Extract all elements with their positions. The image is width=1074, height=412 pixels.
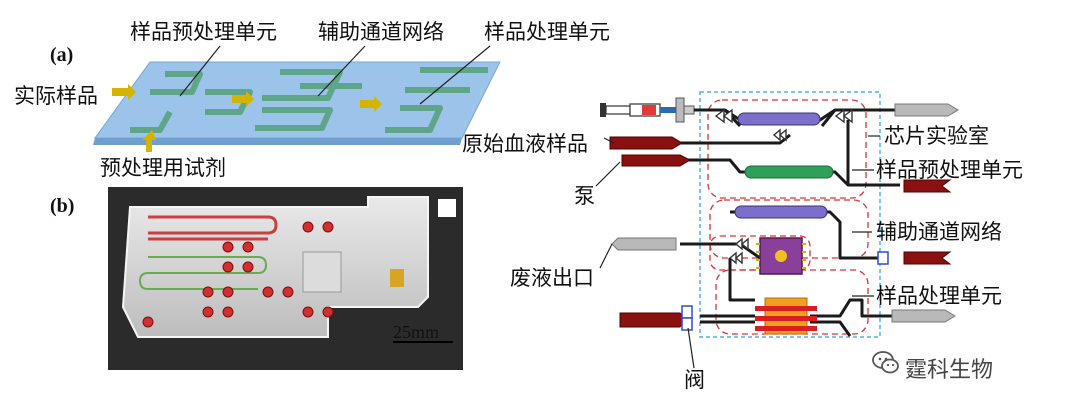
label-lab-on-chip: 芯片实验室 [884,124,989,148]
label-reagent: 预处理用试剂 [100,156,226,180]
label-aux-network-a: 辅助通道网络 [318,20,444,44]
label-pretreatment-unit: 样品预处理单元 [876,158,1023,182]
label-real-sample: 实际样品 [14,84,98,108]
label-blood-sample: 原始血液样品 [462,132,588,156]
mixer-1 [737,112,821,126]
label-pump: 泵 [574,184,595,208]
heater-block [755,297,817,335]
chip-photo: 25mm [108,187,463,370]
leader-lines-a [179,45,491,105]
panel-b-tag: (b) [50,195,75,217]
label-waste-outlet: 废液出口 [510,266,594,290]
label-processing-unit: 样品处理单元 [876,284,1002,308]
label-valve: 阀 [684,368,705,392]
blue-valve-boxes [681,251,889,331]
detection-chip [756,237,806,275]
panel-a-tag: (a) [50,44,74,66]
syringe-icon [600,97,695,123]
watermark-text: 霆科生物 [905,358,994,383]
leader-lines-schematic [595,135,880,369]
pump-icons [609,136,952,328]
outlet-icons [611,103,959,323]
label-processing-unit-a: 样品处理单元 [484,20,610,44]
mixer-2 [744,165,834,179]
wechat-icon [872,351,899,374]
chip-plate-edge [93,138,462,145]
label-aux-network: 辅助通道网络 [876,220,1002,244]
flow-arrows [112,84,382,152]
chip-photo-drawing [108,187,463,370]
mixer-3 [734,205,828,219]
valve-icons [714,108,853,265]
scale-bar-label: 25mm [393,322,440,342]
label-pretreatment-unit-a: 样品预处理单元 [130,20,277,44]
lab-on-chip-boundary [699,91,881,338]
